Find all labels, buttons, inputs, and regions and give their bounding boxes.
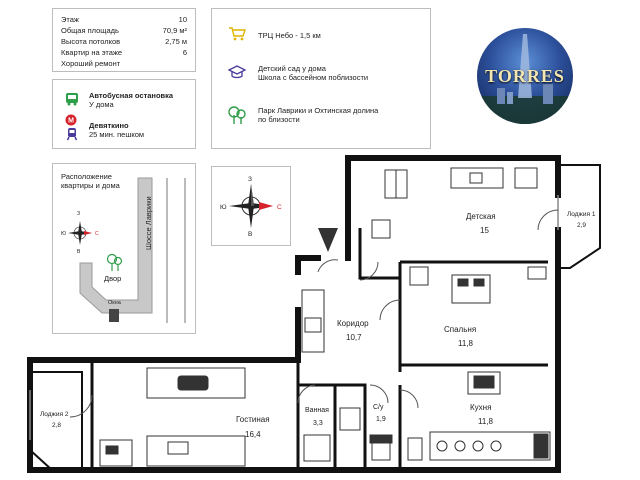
spec-renovation-label: Хороший ремонт xyxy=(61,59,121,68)
spec-units-value: 6 xyxy=(182,48,187,57)
yard-label: Двор xyxy=(104,274,122,283)
school-text-1: Детский сад у дома xyxy=(258,64,326,73)
nursery-furniture xyxy=(371,167,538,239)
mall-text: ТРЦ Небо - 1,5 км xyxy=(258,31,321,40)
room-kitchen-area: 11,8 xyxy=(478,417,493,426)
entrance-arrow-icon xyxy=(318,228,338,252)
compass-w: Ю xyxy=(220,204,227,211)
compass-e: С xyxy=(277,204,282,211)
mini-compass-w: Ю xyxy=(61,231,67,237)
shopping-cart-icon xyxy=(228,26,246,47)
room-bedroom-area: 11,8 xyxy=(458,339,473,348)
room-loggia2-area: 2,8 xyxy=(52,422,62,429)
toilet-furniture xyxy=(369,434,393,461)
spec-floor-value: 10 xyxy=(178,15,187,24)
room-bathroom-area: 3,3 xyxy=(313,420,323,427)
park-text-1: Парк Лаврики и Охтинская долина xyxy=(258,106,379,115)
bus-stop-title: Автобусная остановка xyxy=(89,91,174,100)
compass-icon xyxy=(229,184,273,228)
metro-sub: 25 мин. пешком xyxy=(89,130,145,139)
svg-text:M: M xyxy=(68,118,74,125)
spec-units-label: Квартир на этаже xyxy=(61,48,123,57)
room-loggia1-area: 2,9 xyxy=(577,222,587,229)
room-bedroom-name: Спальня xyxy=(444,325,477,334)
room-loggia2-name: Лоджия 2 xyxy=(40,411,69,418)
bus-icon xyxy=(65,92,79,111)
room-hallway-name: Коридор xyxy=(337,319,369,328)
hallway-furniture xyxy=(301,289,325,353)
room-living-name: Гостиная xyxy=(236,415,270,424)
amenities-panel: ТРЦ Небо - 1,5 км Детский сад у дома Шко… xyxy=(211,8,431,149)
bathroom-furniture xyxy=(303,407,361,462)
logo-text: TORRES xyxy=(485,66,565,86)
spec-floor-label: Этаж xyxy=(61,15,79,24)
park-tree-icon xyxy=(227,105,247,130)
room-loggia1-name: Лоджия 1 xyxy=(567,211,596,218)
mini-compass-icon xyxy=(68,221,92,245)
specs-panel: Этаж 10 Общая площадь 70,9 м² Высота пот… xyxy=(52,8,196,72)
room-wc-area: 1,9 xyxy=(376,416,386,423)
compass-n: З xyxy=(248,176,252,183)
windows-label: Окна xyxy=(108,300,121,306)
transport-panel: Автобусная остановка У дома M Девяткино … xyxy=(52,79,196,149)
mini-compass-n: З xyxy=(77,211,81,217)
room-hallway-area: 10,7 xyxy=(346,333,362,342)
room-nursery-name: Детская xyxy=(466,212,496,221)
metro-icon: M xyxy=(65,113,77,131)
location-panel: Расположение квартиры и дома З В Ю С Дво… xyxy=(52,163,196,334)
park-text-2: по близости xyxy=(258,115,300,124)
room-wc-name: С/у xyxy=(373,404,384,411)
room-bathroom-name: Ванная xyxy=(305,407,329,414)
location-title-1: Расположение xyxy=(61,172,112,181)
metro-title: Девяткино xyxy=(89,121,129,130)
walking-icon xyxy=(66,127,78,146)
room-kitchen-name: Кухня xyxy=(470,403,492,412)
mini-compass-e: С xyxy=(95,231,99,237)
graduation-cap-icon xyxy=(227,65,247,84)
kitchen-furniture xyxy=(407,371,551,461)
road-label: Шоссе Лаврики xyxy=(144,196,153,250)
compass-panel: З В Ю С xyxy=(211,166,291,246)
mini-compass-s: В xyxy=(77,249,81,255)
compass-s: В xyxy=(248,231,253,238)
torres-logo: TORRES xyxy=(477,28,573,124)
spec-ceiling-label: Высота потолков xyxy=(61,37,121,46)
location-map xyxy=(68,177,186,323)
bus-stop-sub: У дома xyxy=(89,100,114,109)
room-nursery-area: 15 xyxy=(480,226,489,235)
living-room-furniture xyxy=(99,367,246,467)
school-text-2: Школа с бассейном поблизости xyxy=(258,73,369,82)
spec-ceiling-value: 2,75 м xyxy=(165,37,187,46)
spec-area-label: Общая площадь xyxy=(61,26,119,35)
bedroom-furniture xyxy=(409,266,547,304)
room-living-area: 16,4 xyxy=(245,430,261,439)
location-title-2: квартиры и дома xyxy=(61,181,120,190)
spec-area-value: 70,9 м² xyxy=(162,26,187,35)
yard-tree-icon xyxy=(106,253,123,271)
